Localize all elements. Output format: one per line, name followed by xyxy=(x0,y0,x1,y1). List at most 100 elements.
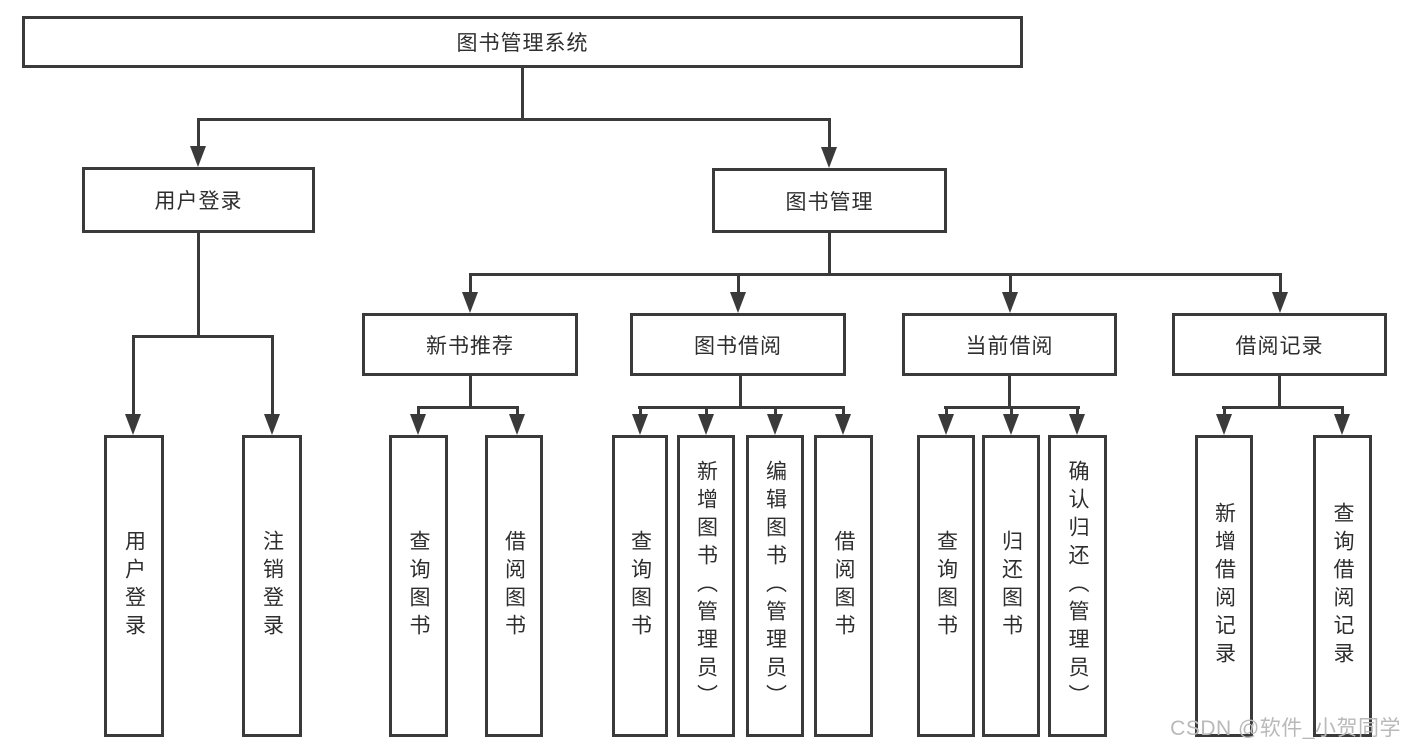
arrow-stem xyxy=(944,409,948,414)
edge-new-book-rec-bar xyxy=(417,406,519,409)
arrow-head-icon xyxy=(821,147,837,168)
arrow-stem xyxy=(1075,409,1079,414)
edge-current-borrow-trunk xyxy=(1008,376,1011,406)
node-borrow-records: 借阅记录 xyxy=(1172,313,1387,376)
leaf-br-query-record: 查询借阅记录 xyxy=(1313,435,1372,737)
arrow-to-book-mgmt xyxy=(821,121,837,168)
edge-root-trunk xyxy=(521,68,524,118)
leaf-bb-borrow-books-label: 借阅图书 xyxy=(832,530,855,642)
leaf-cb-confirm-return-label: 确认归还（管理员） xyxy=(1066,460,1089,712)
arrow-to-leaf-br-query xyxy=(1334,409,1350,435)
leaf-bb-query-books-label: 查询图书 xyxy=(628,530,652,642)
leaf-bb-query-books: 查询图书 xyxy=(612,435,668,737)
arrow-stem xyxy=(1278,276,1282,292)
arrow-stem xyxy=(1222,409,1226,414)
arrow-head-icon xyxy=(730,292,746,313)
arrow-to-user-login xyxy=(190,121,206,167)
node-new-book-rec-label: 新书推荐 xyxy=(426,334,514,358)
arrow-head-icon xyxy=(264,414,280,435)
node-book-mgmt: 图书管理 xyxy=(712,168,947,233)
leaf-br-query-record-label: 查询借阅记录 xyxy=(1331,502,1354,670)
edge-root-bar xyxy=(197,118,831,121)
arrow-head-icon xyxy=(190,146,206,167)
arrow-head-icon xyxy=(1003,414,1019,435)
arrow-to-leaf-rec-borrow xyxy=(509,409,525,435)
arrow-head-icon xyxy=(125,414,141,435)
leaf-bb-edit-books: 编辑图书（管理员） xyxy=(746,435,804,737)
edge-book-borrow-bar xyxy=(638,406,845,409)
arrow-head-icon xyxy=(410,414,426,435)
leaf-cb-return-books-label: 归还图书 xyxy=(999,530,1023,642)
edge-current-borrow-bar xyxy=(944,406,1080,409)
arrow-head-icon xyxy=(462,292,478,313)
edge-book-borrow-trunk xyxy=(739,376,742,406)
arrow-head-icon xyxy=(632,414,648,435)
arrow-head-icon xyxy=(767,414,783,435)
leaf-br-add-record: 新增借阅记录 xyxy=(1195,435,1253,737)
node-root: 图书管理系统 xyxy=(22,16,1023,68)
edge-new-book-rec-trunk xyxy=(469,376,472,406)
arrow-to-leaf-bb-query xyxy=(632,409,648,435)
arrow-stem xyxy=(416,409,420,414)
arrow-to-leaf-user-login xyxy=(125,338,141,435)
arrow-stem xyxy=(1009,409,1013,414)
arrow-stem xyxy=(270,338,274,414)
arrow-stem xyxy=(704,409,708,414)
node-user-login: 用户登录 xyxy=(82,167,315,233)
leaf-rec-borrow-books: 借阅图书 xyxy=(485,435,543,737)
leaf-bb-edit-books-label: 编辑图书（管理员） xyxy=(763,460,787,712)
node-book-borrow-label: 图书借阅 xyxy=(694,334,782,358)
arrow-to-leaf-cb-return xyxy=(1003,409,1019,435)
edge-user-login-trunk xyxy=(197,233,200,335)
arrow-stem xyxy=(736,276,740,292)
node-book-mgmt-label: 图书管理 xyxy=(785,190,874,214)
node-current-borrow: 当前借阅 xyxy=(902,313,1117,376)
arrow-to-leaf-rec-query xyxy=(410,409,426,435)
edge-book-mgmt-trunk xyxy=(828,233,831,273)
arrow-stem xyxy=(131,338,135,414)
arrow-stem xyxy=(1340,409,1344,414)
arrow-head-icon xyxy=(835,414,851,435)
arrow-to-leaf-bb-add xyxy=(698,409,714,435)
arrow-to-leaf-logout xyxy=(264,338,280,435)
arrow-stem xyxy=(638,409,642,414)
leaf-bb-add-books: 新增图书（管理员） xyxy=(677,435,735,737)
arrow-stem xyxy=(196,121,200,146)
leaf-cb-query-books-label: 查询图书 xyxy=(934,530,958,642)
leaf-bb-borrow-books: 借阅图书 xyxy=(814,435,873,737)
arrow-to-leaf-cb-confirm xyxy=(1069,409,1085,435)
arrow-to-leaf-bb-edit xyxy=(767,409,783,435)
arrow-head-icon xyxy=(1272,292,1288,313)
leaf-rec-query-books-label: 查询图书 xyxy=(407,530,430,642)
watermark-text: CSDN @软件_小贺同学 xyxy=(1170,717,1401,740)
arrow-stem xyxy=(773,409,777,414)
arrow-to-borrow-records xyxy=(1272,276,1288,313)
leaf-cb-confirm-return: 确认归还（管理员） xyxy=(1048,435,1107,737)
leaf-logout-label: 注销登录 xyxy=(260,530,284,642)
arrow-to-book-borrow xyxy=(730,276,746,313)
arrow-to-leaf-bb-borrow xyxy=(835,409,851,435)
arrow-stem xyxy=(1008,276,1012,292)
leaf-user-login: 用户登录 xyxy=(104,435,164,737)
leaf-user-login-label: 用户登录 xyxy=(122,530,146,642)
arrow-head-icon xyxy=(698,414,714,435)
arrow-stem xyxy=(827,121,831,147)
arrow-head-icon xyxy=(1069,414,1085,435)
leaf-br-add-record-label: 新增借阅记录 xyxy=(1212,502,1236,670)
edge-borrow-records-trunk xyxy=(1278,376,1281,406)
leaf-cb-return-books: 归还图书 xyxy=(982,435,1040,737)
arrow-to-new-book-rec xyxy=(462,276,478,313)
edge-book-mgmt-bar xyxy=(469,273,1282,276)
arrow-stem xyxy=(515,409,519,414)
leaf-rec-query-books: 查询图书 xyxy=(389,435,448,737)
arrow-to-leaf-cb-query xyxy=(938,409,954,435)
leaf-cb-query-books: 查询图书 xyxy=(917,435,975,737)
node-user-login-label: 用户登录 xyxy=(154,190,243,213)
arrow-head-icon xyxy=(509,414,525,435)
node-book-borrow: 图书借阅 xyxy=(630,313,846,376)
arrow-stem xyxy=(468,276,472,292)
arrow-head-icon xyxy=(1002,292,1018,313)
arrow-head-icon xyxy=(1334,414,1350,435)
arrow-to-leaf-br-add xyxy=(1216,409,1232,435)
